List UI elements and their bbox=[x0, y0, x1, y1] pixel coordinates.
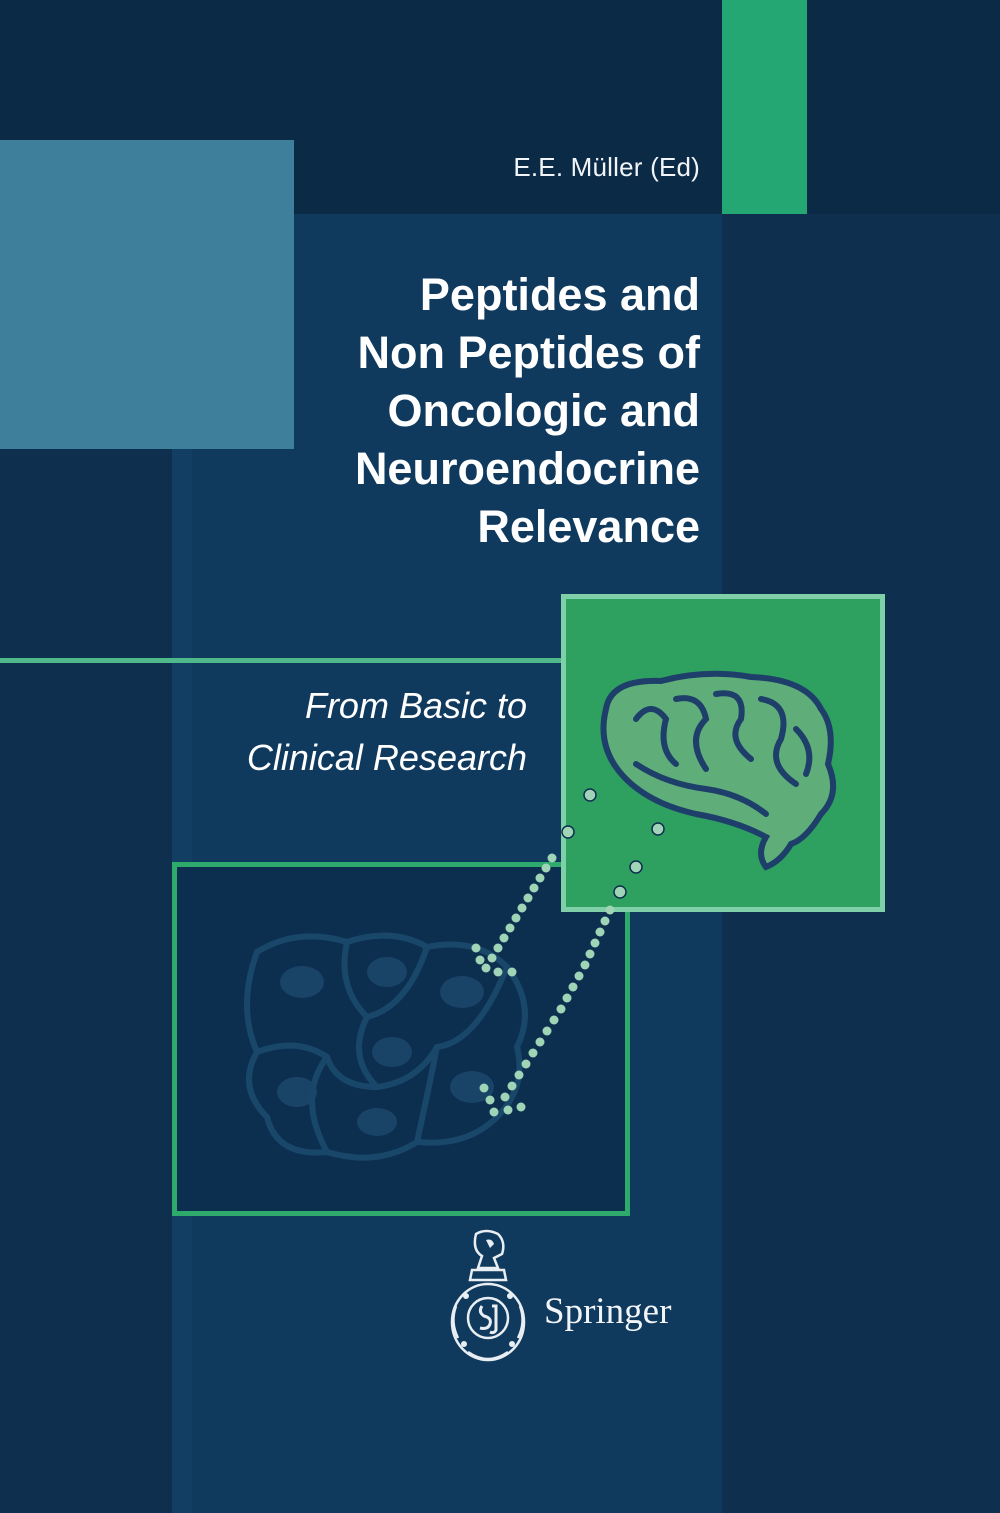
publisher-name: Springer bbox=[544, 1291, 672, 1332]
subtitle-line: Clinical Research bbox=[246, 737, 527, 778]
title-line: Peptides and bbox=[419, 269, 700, 320]
editor-name: E.E. Müller (Ed) bbox=[513, 152, 700, 182]
brain-icon bbox=[600, 670, 837, 871]
springer-horse-logo-icon bbox=[450, 1229, 526, 1362]
cell-cluster-icon bbox=[244, 932, 528, 1161]
brain-illustration-frame bbox=[561, 594, 885, 912]
scatter-dot bbox=[583, 788, 597, 802]
decorative-blue-block bbox=[0, 140, 294, 449]
title-line: Relevance bbox=[477, 501, 700, 552]
scatter-dot bbox=[651, 822, 665, 836]
book-subtitle: From Basic to Clinical Research bbox=[200, 680, 527, 784]
book-title: Peptides and Non Peptides of Oncologic a… bbox=[300, 266, 700, 556]
title-line: Neuroendocrine bbox=[354, 443, 700, 494]
title-line: Oncologic and bbox=[387, 385, 700, 436]
scatter-dot bbox=[629, 860, 643, 874]
scatter-dot bbox=[561, 825, 575, 839]
decorative-green-bar bbox=[722, 0, 807, 214]
subtitle-line: From Basic to bbox=[304, 685, 527, 726]
decorative-green-line bbox=[0, 658, 565, 663]
title-line: Non Peptides of bbox=[357, 327, 700, 378]
cell-illustration-frame bbox=[172, 862, 630, 1216]
scatter-dot bbox=[613, 885, 627, 899]
